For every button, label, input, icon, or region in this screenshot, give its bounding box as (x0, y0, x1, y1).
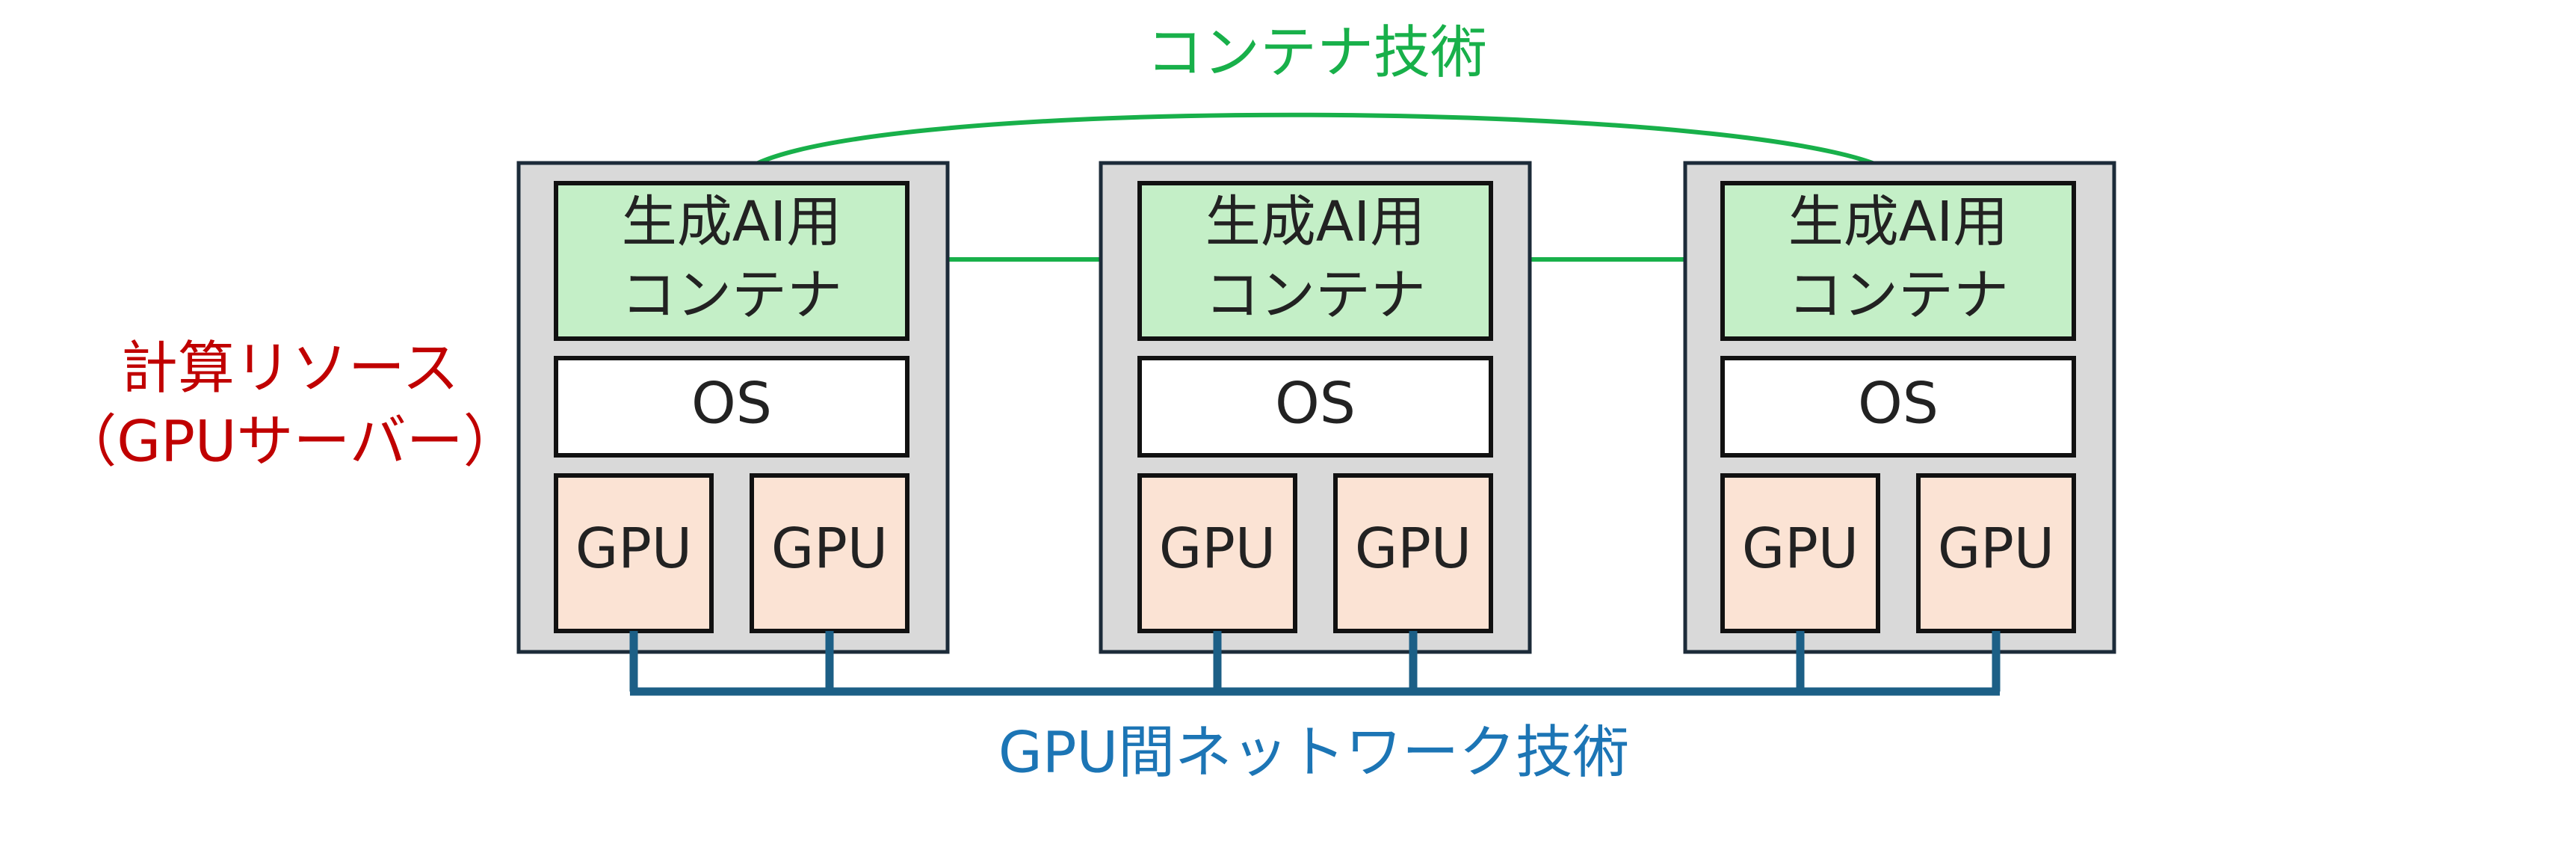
gpu-label-1: GPU (1742, 517, 1859, 581)
os-label: OS (691, 370, 772, 437)
gpu-server-2: 生成AI用 コンテナ OS GPU GPU (1099, 161, 1532, 654)
ai-container-label-line1: 生成AI用 (1788, 190, 2008, 254)
os-box (554, 356, 909, 458)
gpu-box-1 (1720, 473, 1880, 633)
os-box (1137, 356, 1493, 458)
ai-container-box (1720, 181, 2076, 341)
ai-container-box (1137, 181, 1493, 341)
gpu-label-2: GPU (1355, 517, 1471, 581)
gpu-box-1 (1137, 473, 1297, 633)
gpu-label-2: GPU (1938, 517, 2054, 581)
ai-container-label-line2: コンテナ (1788, 263, 2009, 327)
ai-container-box (554, 181, 909, 341)
gpu-box-2 (1916, 473, 2076, 633)
gpu-label-1: GPU (1159, 517, 1276, 581)
gpu-label-2: GPU (771, 517, 888, 581)
compute-resource-label-line2: （GPUサーバー） (60, 408, 520, 475)
ai-container-label-line2: コンテナ (621, 263, 842, 327)
compute-resource-label-line1: 計算リソース (121, 335, 459, 401)
container-technology-label: コンテナ技術 (1146, 19, 1487, 86)
os-label: OS (1275, 370, 1356, 437)
gpu-label-1: GPU (575, 517, 692, 581)
os-box (1720, 356, 2076, 458)
ai-container-label-line1: 生成AI用 (1205, 190, 1425, 254)
gpu-network-technology-label: GPU間ネットワーク技術 (998, 719, 1629, 786)
ai-container-label-line1: 生成AI用 (622, 190, 841, 254)
gpu-box-2 (1333, 473, 1493, 633)
os-label: OS (1858, 370, 1939, 437)
gpu-network-lines (629, 631, 2001, 696)
ai-container-label-line2: コンテナ (1205, 263, 1426, 327)
container-arc-connector (734, 112, 1904, 181)
gpu-server-1: 生成AI用 コンテナ OS GPU GPU (516, 161, 950, 654)
gpu-server-3: 生成AI用 コンテナ OS GPU GPU (1683, 161, 2116, 654)
